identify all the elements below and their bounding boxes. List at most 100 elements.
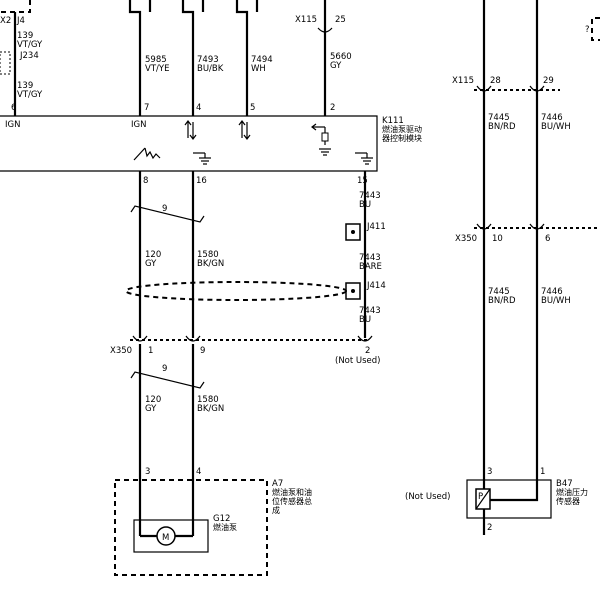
b47-pin-2-label: 2 <box>487 523 492 533</box>
pin-15-label: 15 <box>357 176 368 186</box>
module-a7-name-3: 成 <box>272 505 280 515</box>
splice-j234-box <box>0 51 11 75</box>
a7-pin-4-label: 4 <box>196 467 201 477</box>
x350-pin-9-label: 9 <box>200 346 205 356</box>
connector-x2-label: X2 <box>0 16 11 26</box>
wire-7443b-number: 7443 <box>359 253 381 263</box>
wire-7443c-color: BU <box>359 315 371 325</box>
module-a7-box <box>114 479 268 576</box>
sensor-b47-name-2: 传感器 <box>556 496 580 506</box>
x350-pin-10-label: 10 <box>492 234 503 244</box>
pin-16-label: 16 <box>196 176 207 186</box>
wire-1580-color: BK/GN <box>197 259 224 269</box>
x350-pin-6-label: 6 <box>545 234 550 244</box>
right-circuit: ? X115 28 29 7445 BN/RD 7446 BU/WH X350 … <box>405 0 600 535</box>
wire-7445b-number: 7445 <box>488 287 510 297</box>
wire-7494 <box>235 0 249 116</box>
svg-text:P: P <box>478 492 483 502</box>
x350-pin-1-label: 1 <box>148 346 153 356</box>
module-k111: K111 燃油泵驱动 器控制模块 IGN 7 4 5 2 <box>0 103 422 186</box>
module-a7-name-1: 燃油泵和油 <box>272 487 312 497</box>
wire-139-color: VT/GY <box>17 40 43 50</box>
wire-1580b-color: BK/GN <box>197 404 224 414</box>
wire-7443c-number: 7443 <box>359 306 381 316</box>
pump-g12-id: G12 <box>213 514 230 524</box>
ground-icon <box>193 152 211 165</box>
right-dashed-box <box>591 17 600 41</box>
splice-j4-label: J4 <box>16 16 25 26</box>
wires-to-a7: 9 120 GY 1580 BK/GN <box>130 344 224 530</box>
wire-7493-number: 7493 <box>197 55 219 65</box>
wire-120-number: 120 <box>145 250 161 260</box>
splice-j414-label: J414 <box>366 281 386 291</box>
sensor-b47-name-1: 燃油压力 <box>556 487 588 497</box>
connector-x115-label: X115 <box>295 15 317 25</box>
connector-x350-left: X350 1 9 2 (Not Used) <box>110 335 381 366</box>
wire-1580-number: 1580 <box>197 250 219 260</box>
pin-5-label: 5 <box>250 103 255 113</box>
shield-ellipse <box>125 281 347 301</box>
motor-symbol: M <box>162 533 169 543</box>
module-a7: 3 4 A7 燃油泵和油 位传感器总 成 M G12 燃油泵 <box>114 467 312 576</box>
wire-5660-color: GY <box>330 61 342 71</box>
wire-5985-number: 5985 <box>145 55 167 65</box>
not-used-sensor-label: (Not Used) <box>405 492 451 502</box>
top-left-fragment: X2 J4 139 VT/GY J234 139 VT/GY 6 IGN <box>0 0 43 130</box>
wire-7494-color: WH <box>251 64 266 74</box>
b47-pin-1-label: 1 <box>540 467 545 477</box>
x115-pin-29-label: 29 <box>543 76 554 86</box>
module-k111-name-1: 燃油泵驱动 <box>382 124 422 134</box>
wire-1580b-number: 1580 <box>197 395 219 405</box>
twisted-pair-marker <box>130 205 205 223</box>
wire-7443b-color: BARE <box>359 262 382 272</box>
module-k111-box <box>0 115 378 172</box>
pin-6-label: 6 <box>11 103 16 113</box>
pin-2-label: 2 <box>330 103 335 113</box>
sensor-b47-box <box>466 479 552 519</box>
svg-text:?: ? <box>585 25 590 35</box>
connector-x350-right-label: X350 <box>455 234 477 244</box>
module-a7-name-2: 位传感器总 <box>272 496 312 506</box>
wire-120b-color: GY <box>145 404 157 414</box>
sensor-b47-id: B47 <box>556 479 573 489</box>
pump-g12-box <box>133 519 209 553</box>
pin-8-label: 8 <box>143 176 148 186</box>
wire-7446b-color: BU/WH <box>541 296 571 306</box>
wire-5660-number: 5660 <box>330 52 352 62</box>
wire-7445-number: 7445 <box>488 113 510 123</box>
x115-pin-25-label: 25 <box>335 15 346 25</box>
wire-7493 <box>181 0 195 116</box>
ground-icon <box>355 152 373 165</box>
a7-pin-3-label: 3 <box>145 467 150 477</box>
b47-pin-3-label: 3 <box>487 467 492 477</box>
top-left-dashed-box <box>0 0 31 13</box>
upper-wires: X115 25 5985 VT/YE 7493 BU/BK 7494 WH 56… <box>128 0 352 116</box>
wire-7445b-color: BN/RD <box>488 296 516 306</box>
wire-139b-color: VT/GY <box>17 90 43 100</box>
connector-x115-pin25 <box>317 27 333 33</box>
wire-5985-color: VT/YE <box>145 64 169 74</box>
pressure-sensor-icon: P <box>475 488 491 510</box>
wire-7494-number: 7494 <box>251 55 273 65</box>
pin-4-label: 4 <box>196 103 201 113</box>
ign-left-label: IGN <box>5 120 20 130</box>
module-k111-name-2: 器控制模块 <box>382 133 422 143</box>
wire-5985 <box>128 0 142 116</box>
wire-139b-number: 139 <box>17 81 33 91</box>
motor-icon <box>156 526 176 546</box>
splice-j234-label: J234 <box>19 51 39 61</box>
input-arrow-ground-icon <box>311 123 331 156</box>
wire-7446-number: 7446 <box>541 113 563 123</box>
wire-7446-color: BU/WH <box>541 122 571 132</box>
bidirectional-arrow-icon <box>238 120 251 140</box>
twist-count-label: 9 <box>162 204 167 214</box>
ign-label: IGN <box>131 120 146 130</box>
splice-j411-label: J411 <box>366 222 386 232</box>
module-a7-id: A7 <box>272 479 283 489</box>
wire-7445-color: BN/RD <box>488 122 516 132</box>
pin-7-label: 7 <box>144 103 149 113</box>
wire-7443-color: BU <box>359 200 371 210</box>
lower-left-wires: 9 120 GY 1580 BK/GN 7443 BU J411 7443 BA… <box>125 171 386 338</box>
wire-120-color: GY <box>145 259 157 269</box>
